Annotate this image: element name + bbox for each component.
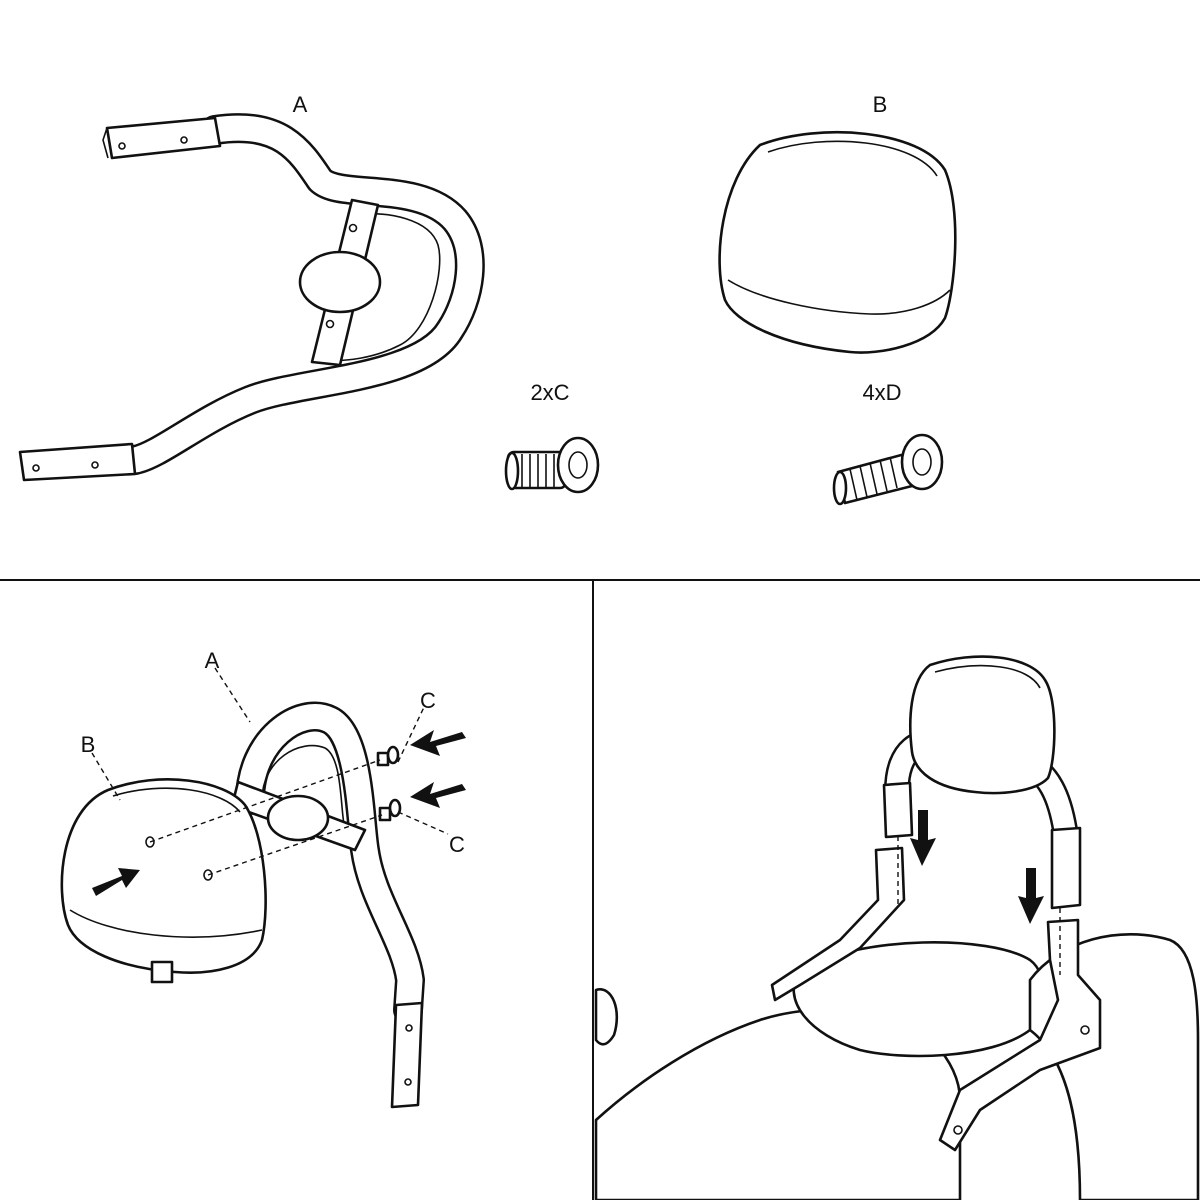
step1-bolt-bottom-icon xyxy=(378,798,402,822)
insert-arrow-bottom-icon xyxy=(410,782,466,808)
part-d-label: 4xD xyxy=(862,380,901,405)
right-bracket xyxy=(938,918,1102,1152)
step1-pad xyxy=(60,778,267,984)
part-a-label: A xyxy=(293,92,308,117)
part-c-label: 2xC xyxy=(530,380,569,405)
step-2-panel xyxy=(594,655,1200,1200)
step1-label-b: B xyxy=(81,732,96,757)
side-knob xyxy=(594,988,619,1046)
step1-label-a: A xyxy=(205,648,220,673)
part-b-label: B xyxy=(873,92,888,117)
part-c-bolt-icon xyxy=(504,436,600,494)
parts-panel: A B 2xC 4xD xyxy=(18,92,957,506)
part-d-bolt-icon xyxy=(832,433,944,506)
part-b-pad xyxy=(718,131,957,354)
left-bracket xyxy=(770,846,906,1002)
step2-pad xyxy=(909,655,1056,795)
frame-right-leg xyxy=(1050,826,1082,910)
insert-arrow-top-icon xyxy=(410,730,466,756)
down-arrow-left-icon xyxy=(910,810,936,866)
step1-frame xyxy=(230,701,425,1109)
step1-bolt-top-icon xyxy=(376,745,400,767)
frame-left-leg xyxy=(882,781,914,839)
part-a-frame xyxy=(18,113,485,482)
step-1-panel: A B C C xyxy=(60,648,466,1109)
step1-label-c-top: C xyxy=(420,688,436,713)
step1-label-c-bottom: C xyxy=(449,832,465,857)
down-arrow-right-icon xyxy=(1018,868,1044,924)
